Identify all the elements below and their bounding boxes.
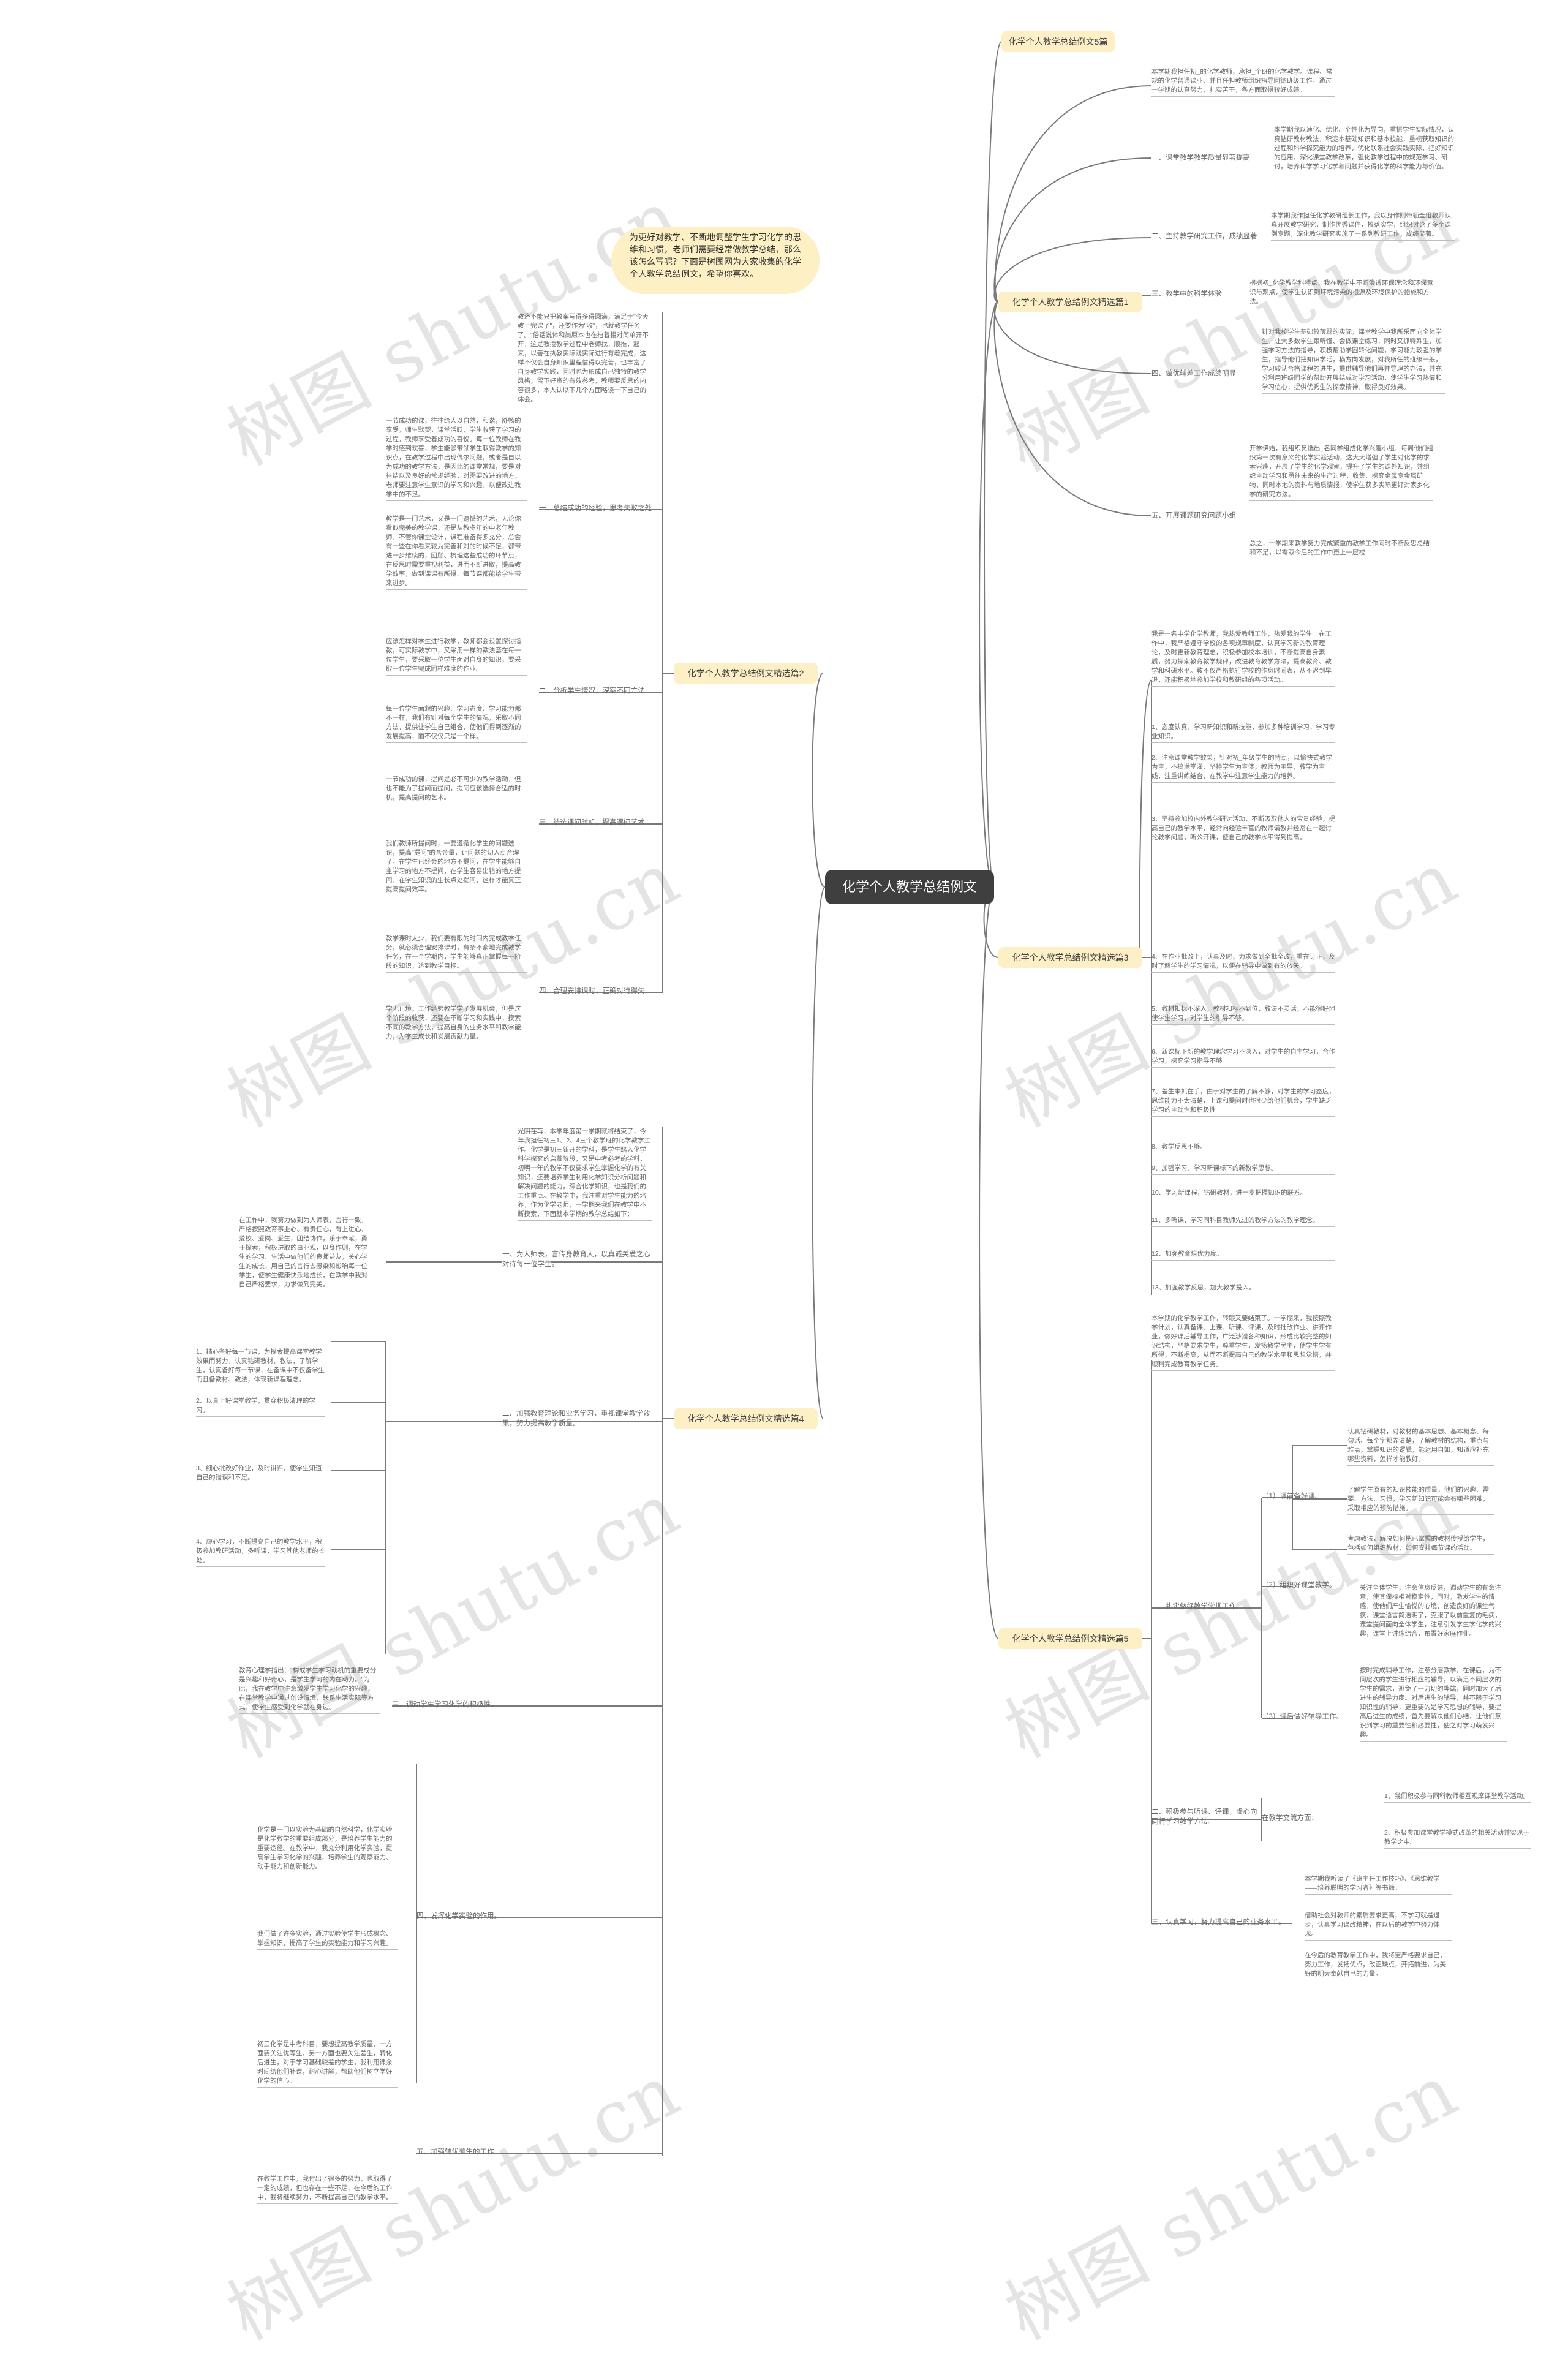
article-1-leaf: 开学伊始，我组织员选出_名同学组成化学兴趣小组，每周他们组织第一次有意义的化学实… (1250, 444, 1433, 501)
article-5-leaf: 本学期我听读了《班主任工作技巧》、《思维教学——培养聪明的学习者》等书籍。 (1305, 1874, 1452, 1895)
article-1-leaf: 总之，一学期来教学努力完成繁重的教学工作同时不断反思总结和不足，以需取今后的工作… (1250, 539, 1433, 559)
article-5-subtopic: 在教学交流方面： (1262, 1814, 1318, 1822)
article-1-topic: 四、做优辅差工作成绩明显 (1152, 370, 1236, 377)
article-1-leaf: 本学期我以速化、优化、个性化为导向，重振学生实际情况，认真钻研教材教法，积淀本基… (1274, 126, 1458, 173)
article-3-item: 1、态度认真，学习新知识和新技能，参加多种培训学习，学习专业知识。 (1152, 723, 1335, 743)
article-5-leaf: 借助社会对教师的素质要求更高，不学习就是退步，认真学习课改精神，在以后的教学中努… (1305, 1911, 1452, 1941)
article-3-intro: 我是一名中学化学教师，我热爱教师工作，热爱我的学生。在工作中，我严格遵守学校的各… (1152, 630, 1335, 687)
article-5-leaf: 考虑教法，解决如何把已掌握的教材传授给学生，包括如何组织教材，如何安排每节课的活… (1348, 1534, 1494, 1555)
article-5-leaf: 在今后的教育教学工作中，我将更严格要求自己，努力工作，发扬优点，改正缺点，开拓前… (1305, 1951, 1452, 1980)
article-5-leaf: 1、我们积极参与同科教师相互观摩课堂教学活动。 (1384, 1792, 1531, 1803)
article-5-leaf: 2、积极参加课堂教学模式改革的相关活动并实现于教学之中。 (1384, 1829, 1531, 1849)
branch-overview[interactable]: 化学个人教学总结例文5篇 (1001, 31, 1115, 52)
article-1-topic: 三、教学中的科学体验 (1152, 290, 1222, 298)
article-4-topic: 五、加强辅优差生的工作 (417, 2148, 494, 2156)
root-node[interactable]: 化学个人教学总结例文 (825, 870, 994, 904)
branch-article-5[interactable]: 化学个人教学总结例文精选篇5 (998, 1628, 1142, 1649)
article-1-leaf: 针对我校学生基础较薄弱的实际，课堂教学中我所采面向全体学生，让大多数学生跟听懂、… (1262, 328, 1446, 394)
article-5-topic: 一、扎实做好教学常规工作。 (1152, 1603, 1243, 1610)
article-4-topic: 二、加强教育理论和业务学习，重视课堂教学效果，努力提高教学质量。 (502, 1410, 650, 1427)
intro-bubble: 为更好对教学、不断地调整学生学习化学的思维和习惯，老师们需要经常做教学总结，那么… (611, 227, 820, 294)
branch-article-4[interactable]: 化学个人教学总结例文精选篇4 (674, 1408, 818, 1429)
article-3-item: 5、教材扣标不深入，教材扣标不到位，教法不灵活，不能很好地使学生学习，对学生的引… (1152, 1005, 1335, 1025)
branch-article-2[interactable]: 化学个人教学总结例文精选篇2 (674, 663, 818, 684)
article-2-intro: 教济不能只把教案写得多得圆满，满足于"今天教上完课了"，还要作为"收"，也就教学… (518, 312, 652, 406)
article-5-intro: 本学期的化学教学工作，转眼又要结束了。一学期来，我按照教学计划，认真备课、上课、… (1152, 1314, 1335, 1371)
article-5-topic: 三、认真学习，努力提高自己的业务水平。 (1152, 1919, 1286, 1926)
article-5-topic: 二、积极参与听课、评课，虚心向同行学习教学方法。 (1152, 1808, 1257, 1825)
article-2-leaf: 学无止境，工作经验教学学了发展机会，但是这个阶段的收获，还要在不断学习和实践中，… (386, 1005, 527, 1043)
article-2-leaf: 教学是一门艺术，又是一门遗憾的艺术，无论你看似完美的教学课，还是从教多年的中老年… (386, 515, 527, 590)
article-3-item: 13、加强教学反思，加大教学投入。 (1152, 1283, 1335, 1294)
article-3-item: 4、在作业批改上，认真及时，力求做到全批全改，重在订正，及时了解学生的学习情况，… (1152, 953, 1335, 973)
article-4-leaf: 在教学工作中，我付出了很多的努力，也取得了一定的成绩，但也存在一些不足，在今后的… (257, 2175, 398, 2204)
article-1-topic: 一、课堂教学教学质量显著提高 (1152, 154, 1250, 162)
article-4-leaf: 2、以真上好课堂教学，贯穿积极清理的学习。 (196, 1397, 325, 1417)
article-4-leaf: 化学是一门以实验为基础的自然科学，化学实验是化学教学的重要组成部分，是培养学生能… (257, 1825, 398, 1873)
article-1-intro: 本学期我担任初_的化学教师，承担_个班的化学教学。课程、常规的化学普通课业、并且… (1152, 67, 1335, 97)
article-3-item: 10、学习新课程，钻研教材，进一步把握知识的联系。 (1152, 1188, 1335, 1199)
article-4-leaf: 3、细心批改好作业，及时讲评，使学生知道自己的错误和不足。 (196, 1464, 325, 1484)
article-3-item: 6、新课标下新的教学理念学习不深入，对学生的自主学习，合作学习，探究学习指导不够… (1152, 1047, 1335, 1068)
article-4-topic: 四、发挥化学实验的作用。 (417, 1912, 501, 1920)
article-3-item: 3、坚持参加校内外教学研讨活动，不断汲取他人的宝贵经验，提高自己的教学水平，经常… (1152, 815, 1335, 844)
article-4-topic: 三、调动学生学习化学的积极性。 (392, 1701, 498, 1708)
article-2-leaf: 应该怎样对学生进行教学，教师都会设置探讨指教，可实际教学中，又采用一样的教法套在… (386, 637, 527, 676)
mindmap-connectors (331, 41, 1348, 2156)
article-4-leaf: 初三化学是中考科目，要想提高教学质量，一方面要关注优等生，另一方面也要关注差生，… (257, 2040, 398, 2088)
article-5-subtopic: （1）课前备好课。 (1262, 1493, 1322, 1500)
article-1-leaf: 本学期我作担任化学教研组长工作，我以身作则带领全组教师认真开展教学研究，制作优秀… (1271, 211, 1455, 241)
article-2-leaf: 每一位学生面貌的兴趣、学习态度、学习能力都不一样，我们有针对每个学生的情况，采取… (386, 704, 527, 743)
article-2-leaf: 一节成功的课，往往给人以自然，和谐，舒畅的享受，师生默契，课堂活跃，学生收获了学… (386, 417, 527, 501)
article-1-topic: 五、开展课题研究问题小组 (1152, 512, 1236, 519)
article-4-topic: 一、为人师表，言传身教育人，以真诚关爱之心对待每一位学生。 (502, 1251, 650, 1268)
article-4-leaf: 4、虚心学习，不断提高自己的教学水平，积极参加教研活动，多听课，学习其他老师的长… (196, 1538, 325, 1567)
article-3-item: 12、加强教育培优力度。 (1152, 1250, 1335, 1261)
article-2-leaf: 一节成功的课，提问是必不可少的教学活动，但也不能为了提问而提问，提问应该选择合适… (386, 775, 527, 804)
article-1-leaf: 根据初_化学教学科特点，我在教学中不断渗透环保理念和环保意识与观点，使学生认识到… (1250, 279, 1433, 308)
article-1-topic: 二、主持教学研究工作，成绩显著 (1152, 233, 1257, 240)
article-5-subtopic: （2）组织好课堂教学。 (1262, 1582, 1336, 1589)
article-4-leaf: 在工作中，我努力做到为人师表，言行一致，严格按照教育事业心、有责任心，有上进心，… (239, 1216, 374, 1291)
article-3-item: 8、教学反思不够。 (1152, 1142, 1335, 1153)
article-2-topic: 四、合理安排课时，正确对待得失 (539, 987, 645, 995)
article-3-item: 2、注意课堂教学效果，针对初_年级学生的特点，以愉快式教学为主，不搞满堂灌，坚持… (1152, 753, 1335, 783)
article-5-subtopic: （3）课后做好辅导工作。 (1262, 1713, 1343, 1721)
article-4-leaf: 1、精心备好每一节课，为探索提高课堂教学效果而努力，认真钻研教材、教法，了解学生… (196, 1348, 325, 1386)
article-2-leaf: 我们教师所提问时，一要遵循化学生的问题选识，提高"提问"的含金量，让问题的切入点… (386, 839, 527, 896)
article-5-leaf: 了解学生原有的知识技能的质量，他们的兴趣、需要、方法、习惯，学习新知识可能会有哪… (1348, 1485, 1494, 1515)
article-5-leaf: 关注全体学生，注意信息反馈，调动学生的有意注意，使其保持相对稳定性，同时，激发学… (1360, 1583, 1507, 1640)
article-5-leaf: 按时完成辅导工作，注意分层教学。在课后，为不同层次的学生进行相应的辅导，以满足不… (1360, 1666, 1507, 1742)
article-4-intro: 光阴荏苒，本学年度第一学期就将结束了，今年我担任初三1、2、4三个教学班的化学教… (518, 1127, 652, 1221)
branch-article-1[interactable]: 化学个人教学总结例文精选篇1 (998, 292, 1142, 312)
article-4-leaf: 我们做了许多实验，通过实验使学生形成概念、掌握知识，提高了学生的实验能力和学习兴… (257, 1930, 398, 1950)
article-3-item: 11、多听课，学习同科目教师先进的教学方法的教学理念。 (1152, 1216, 1335, 1227)
article-2-leaf: 教学课时太少，我们要有限的时间内完成教学任务，就必须合理安排课时，有条不紊地完成… (386, 934, 527, 973)
article-4-leaf: 教育心理学指出："构成学生学习动机的重要成分是兴趣和好奇心，是学生学习的内在动力… (239, 1666, 380, 1714)
article-5-leaf: 认真钻研教材，对教材的基本思想、基本概念、每句话、每个字都弄清楚，了解教材的结构… (1348, 1427, 1494, 1466)
article-2-topic: 二、分析学生情况，深案不同方法 (539, 687, 645, 695)
article-3-item: 9、加强学习，学习新课标下的新教学思想。 (1152, 1164, 1335, 1175)
article-2-topic: 一、总结成功的经验，思考失败之处 (539, 505, 652, 512)
branch-article-3[interactable]: 化学个人教学总结例文精选篇3 (998, 947, 1142, 968)
article-2-topic: 三、结选课问时机，提高课问艺术 (539, 819, 645, 826)
article-3-item: 7、差生未抓在手，由于对学生的了解不够，对学生的学习态度，思维能力不太清楚，上课… (1152, 1087, 1335, 1117)
